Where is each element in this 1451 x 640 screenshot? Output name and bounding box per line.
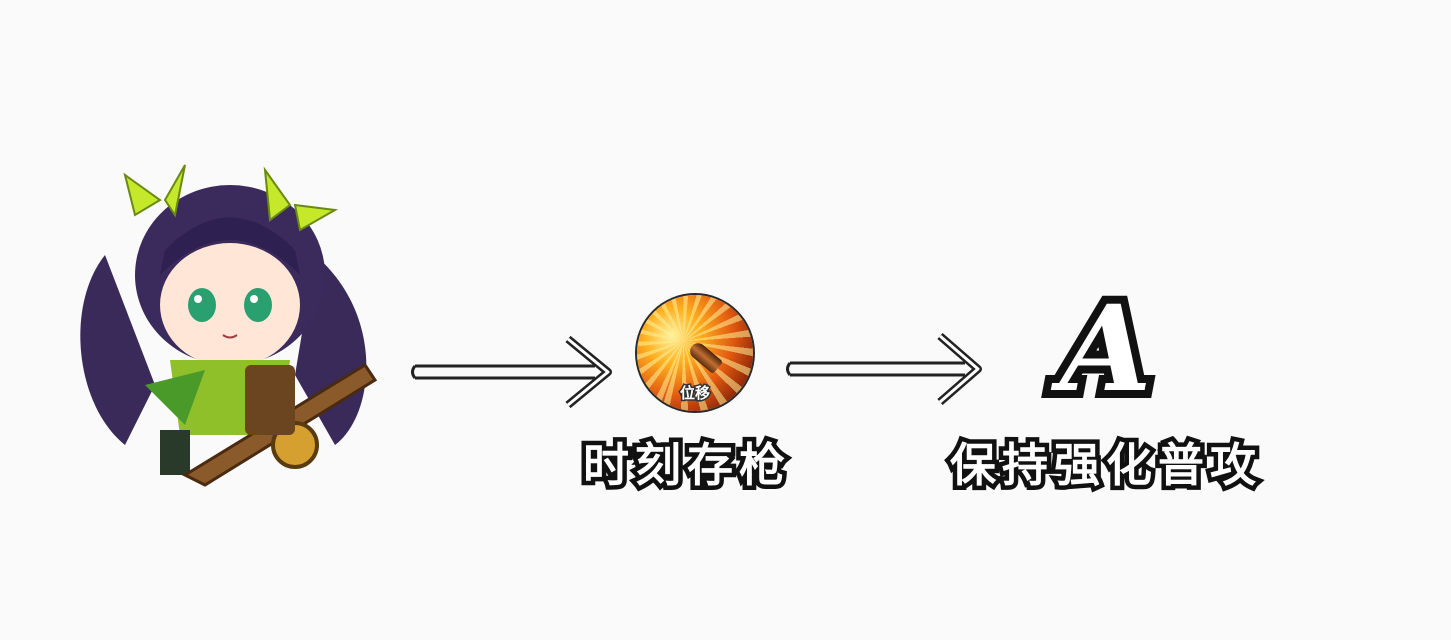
attack-letter-icon: A xyxy=(1052,279,1159,418)
character-illustration xyxy=(65,145,390,490)
arrow-right-icon xyxy=(411,335,612,409)
archer-girl-character-icon xyxy=(80,164,378,487)
skill-icon: 位移 xyxy=(637,295,753,411)
skill-label: 时刻存枪 xyxy=(579,438,791,493)
skill-icon-caption: 位移 xyxy=(678,383,711,404)
arrow-right-icon xyxy=(786,332,982,406)
attack-label: 保持强化普攻 xyxy=(946,438,1262,493)
